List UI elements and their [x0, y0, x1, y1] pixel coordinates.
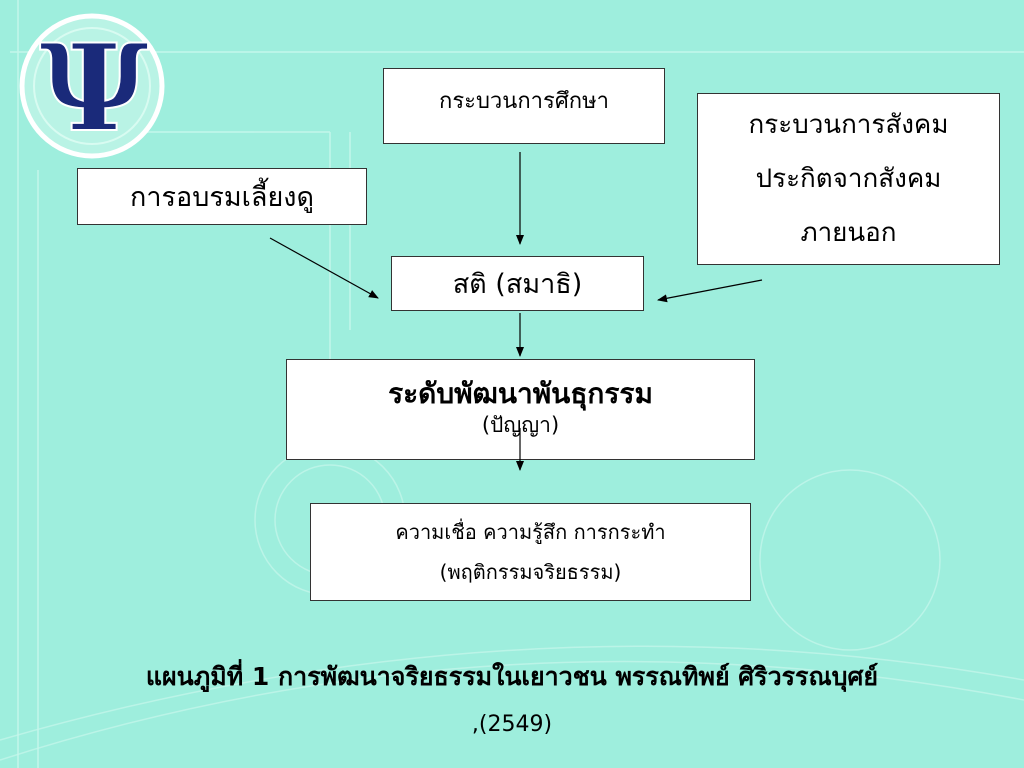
upbringing-box: การอบรมเลี้ยงดู — [77, 168, 367, 225]
diagram-caption: แผนภูมิที่ 1 การพัฒนาจริยธรรมในเยาวชน พร… — [0, 655, 1024, 747]
sati-box: สติ (สมาธิ) — [391, 256, 644, 311]
social-process-line-3: ภายนอก — [800, 218, 897, 248]
belief-line-1: ความเชื่อ ความรู้สึก การกระทำ — [395, 520, 666, 544]
belief-box: ความเชื่อ ความรู้สึก การกระทำ (พฤติกรรมจ… — [310, 503, 751, 601]
moral-level-subtitle: (ปัญญา) — [481, 413, 560, 437]
psi-logo: Ψ — [14, 8, 170, 164]
moral-level-title: ระดับพัฒนาพันธุกรรม — [388, 377, 653, 410]
psi-symbol-icon: Ψ — [19, 13, 165, 160]
caption-year: ,(2549) — [471, 712, 553, 737]
svg-text:Ψ: Ψ — [39, 18, 149, 159]
moral-level-box: ระดับพัฒนาพันธุกรรม (ปัญญา) — [286, 359, 755, 460]
sati-label: สติ (สมาธิ) — [452, 269, 583, 300]
upbringing-label: การอบรมเลี้ยงดู — [130, 182, 314, 213]
caption-title: แผนภูมิที่ 1 การพัฒนาจริยธรรมในเยาวชน พร… — [145, 662, 879, 691]
belief-line-2: (พฤติกรรมจริยธรรม) — [439, 560, 622, 584]
study-process-box: กระบวนการศึกษา — [383, 68, 665, 144]
study-process-label: กระบวนการศึกษา — [439, 89, 609, 114]
social-process-box: กระบวนการสังคม ประกิตจากสังคม ภายนอก — [697, 93, 1000, 265]
social-process-line-1: กระบวนการสังคม — [748, 110, 949, 140]
social-process-line-2: ประกิตจากสังคม — [755, 164, 942, 194]
